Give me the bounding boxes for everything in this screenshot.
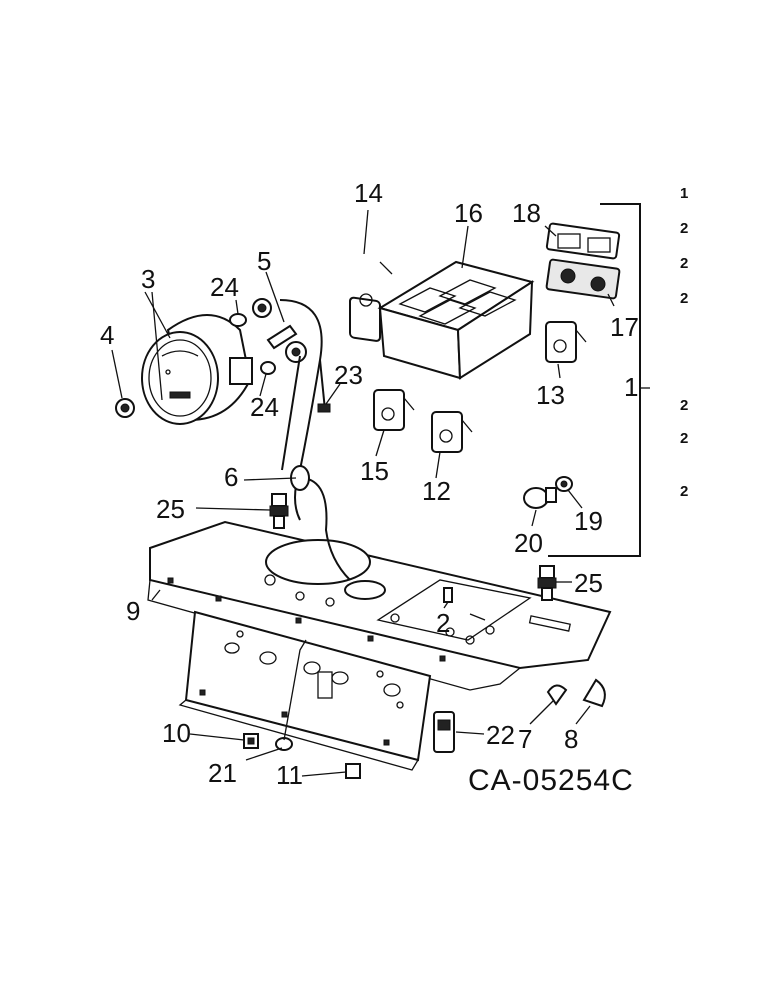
callout-3: 3 [141,264,155,294]
clamp-7 [546,684,568,706]
callout-16: 16 [454,198,483,228]
callout-17: 17 [610,312,639,342]
callout-21: 21 [208,758,237,788]
callout-24-top: 24 [210,272,239,302]
lamp-socket-19 [555,476,573,492]
callout-1: 1 [624,372,638,402]
bulb-socket-parts [229,298,307,375]
switch-22 [433,711,455,753]
nut-11 [345,763,361,779]
drawing-code: CA-05254C [468,764,634,797]
callout-25-left: 25 [156,494,185,524]
lamp-bulb-20 [523,487,557,509]
side-value: 1 [680,185,688,202]
callout-14: 14 [354,178,383,208]
side-value: 2 [680,220,688,237]
callout-24-bottom: 24 [250,392,279,422]
bolt-2 [443,587,453,603]
side-column: 1 2 2 2 2 2 2 [680,185,688,500]
callout-11: 11 [276,760,303,790]
callout-2: 2 [436,608,450,638]
callout-8: 8 [564,724,578,754]
callout-13: 13 [536,380,565,410]
wiring-harness [279,299,351,581]
connector-left [269,493,289,529]
indicator-box [377,260,535,380]
callout-22: 22 [486,720,515,750]
callout-23: 23 [334,360,363,390]
callout-20: 20 [514,528,543,558]
callout-6: 6 [224,462,238,492]
knob-part [115,398,135,418]
callout-9: 9 [126,596,140,626]
callout-18: 18 [512,198,541,228]
callout-labels: 1 2 3 4 5 6 7 8 9 10 11 12 13 14 15 16 1… [100,178,639,790]
callout-5: 5 [257,246,271,276]
switch-panel-17 [545,258,621,300]
side-value: 2 [680,255,688,272]
gauge-15 [373,389,415,431]
callout-7: 7 [518,724,532,754]
switch-panel-18 [545,222,621,260]
switch-10 [243,733,259,749]
clamp-8 [582,678,606,708]
side-value: 2 [680,483,688,500]
group-bracket [548,203,641,557]
callout-15: 15 [360,456,389,486]
callout-19: 19 [574,506,603,536]
callout-25-right: 25 [574,568,603,598]
side-value: 2 [680,290,688,307]
gauge-12 [431,411,473,453]
callout-10: 10 [162,718,191,748]
connector-right [537,565,557,601]
gauge-13 [545,321,587,363]
mounting-panel [147,520,612,771]
callout-12: 12 [422,476,451,506]
side-value: 2 [680,430,688,447]
leader-lines [111,209,650,777]
gauge-14 [349,261,393,342]
callout-4: 4 [100,320,114,350]
tachometer-gauge [141,314,253,425]
side-value: 2 [680,397,688,414]
